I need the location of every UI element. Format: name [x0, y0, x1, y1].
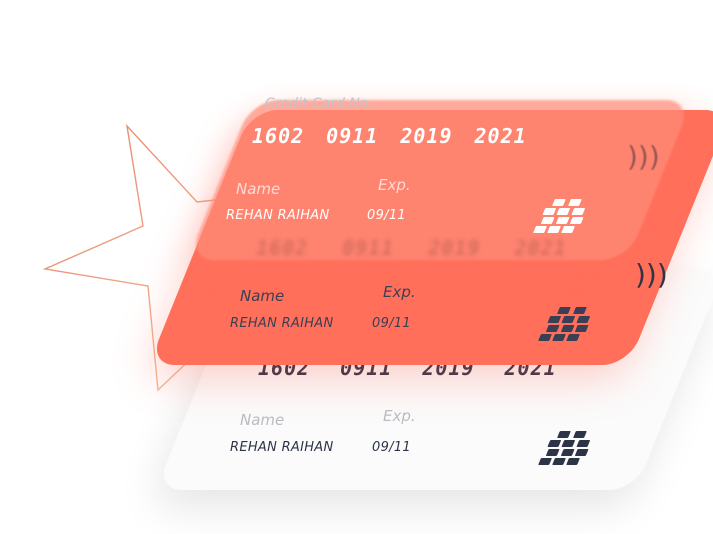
frosted-card-name-label: Name: [236, 180, 281, 198]
frosted-card-exp-label: Exp.: [378, 176, 411, 194]
coral-card-expiry: 09/11: [372, 316, 411, 331]
white-card-name-label: Name: [240, 411, 285, 429]
card-number-caption: Credit Card No.: [265, 96, 373, 112]
coral-card-name-label: Name: [240, 287, 285, 305]
white-card-exp-label: Exp.: [383, 407, 416, 425]
coral-card-holder-name: REHAN RAIHAN: [230, 316, 334, 331]
frosted-card-holder-name: REHAN RAIHAN: [226, 208, 330, 223]
contactless-icon: ))): [627, 140, 660, 173]
coral-card-exp-label: Exp.: [383, 283, 416, 301]
white-card-holder-name: REHAN RAIHAN: [230, 440, 334, 455]
frosted-card-expiry: 09/11: [367, 208, 406, 223]
white-card-expiry: 09/11: [372, 440, 411, 455]
contactless-icon: ))): [635, 258, 668, 291]
